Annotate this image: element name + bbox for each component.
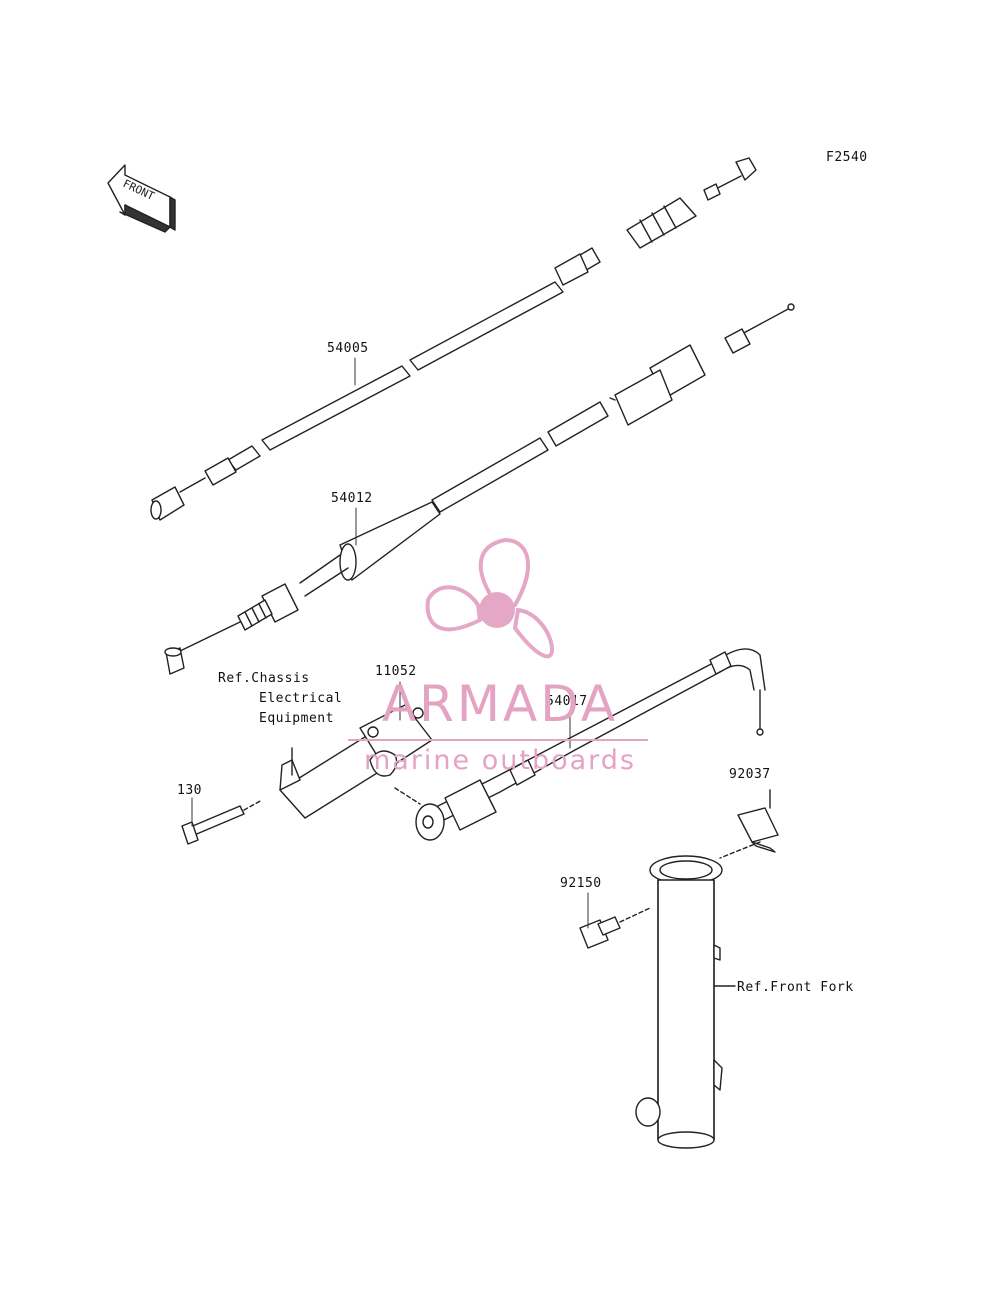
cable-54017	[394, 648, 766, 841]
propeller-logo-icon	[425, 537, 554, 659]
ref-front-fork: Ref.Front Fork	[737, 980, 854, 995]
part-number-54005: 54005	[327, 341, 369, 356]
ref-chassis-line2: Electrical	[259, 691, 343, 706]
watermark-subtitle: marine outboards	[363, 745, 636, 776]
watermark-divider	[348, 739, 648, 741]
watermark-title: ARMADA	[381, 675, 619, 733]
ref-chassis-line1: Ref.Chassis	[218, 671, 310, 686]
bolt-92150	[579, 907, 651, 949]
part-number-92037: 92037	[729, 767, 771, 782]
part-number-54012: 54012	[331, 491, 373, 506]
cable-54012	[164, 303, 795, 675]
part-number-92150: 92150	[560, 876, 602, 891]
ref-chassis-line3: Equipment	[259, 711, 334, 726]
bolt-130	[181, 799, 263, 845]
bracket-11052	[279, 704, 433, 819]
front-arrow-icon: FRONT	[107, 164, 176, 233]
part-number-11052: 11052	[375, 664, 417, 679]
part-number-54017: 54017	[546, 694, 588, 709]
part-number-130: 130	[177, 783, 202, 798]
cable-54005	[150, 157, 757, 521]
clip-92037	[719, 789, 779, 859]
front-fork	[635, 855, 736, 1149]
figure-code: F2540	[826, 150, 868, 165]
